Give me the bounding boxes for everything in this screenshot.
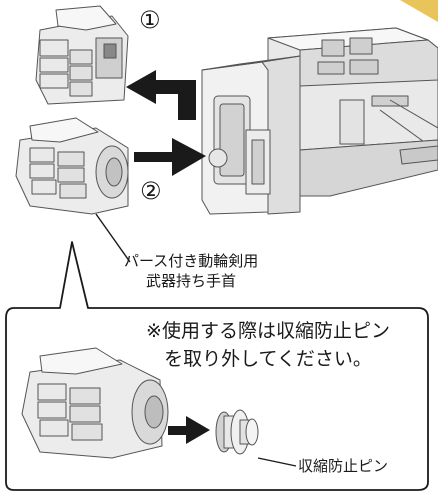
hand-part-2 [15,117,129,215]
hand-label-line-1: パース付き動輪剣用 [124,252,259,270]
step-1-number: ① [139,6,161,34]
pin-label: 収縮防止ピン [298,457,389,475]
arrow-remove-pin [168,416,210,444]
inset-hand-part [21,347,169,459]
arrow-step-2 [134,138,206,176]
hand-label-leader-line [95,213,131,263]
pin-label-leader-line [257,457,297,467]
step-2-number: ② [140,177,162,205]
note-line-2: を取り外してください。 [164,348,372,370]
anti-shrink-pin [215,409,259,455]
hand-part-1 [35,5,129,105]
hand-label-line-2: 武器持ち手首 [146,272,237,290]
corner-accent [400,0,438,22]
arrow-step-1 [126,70,196,120]
robot-arm-illustration [201,27,438,215]
note-line-1: ※使用する際は収縮防止ピン [146,320,390,342]
